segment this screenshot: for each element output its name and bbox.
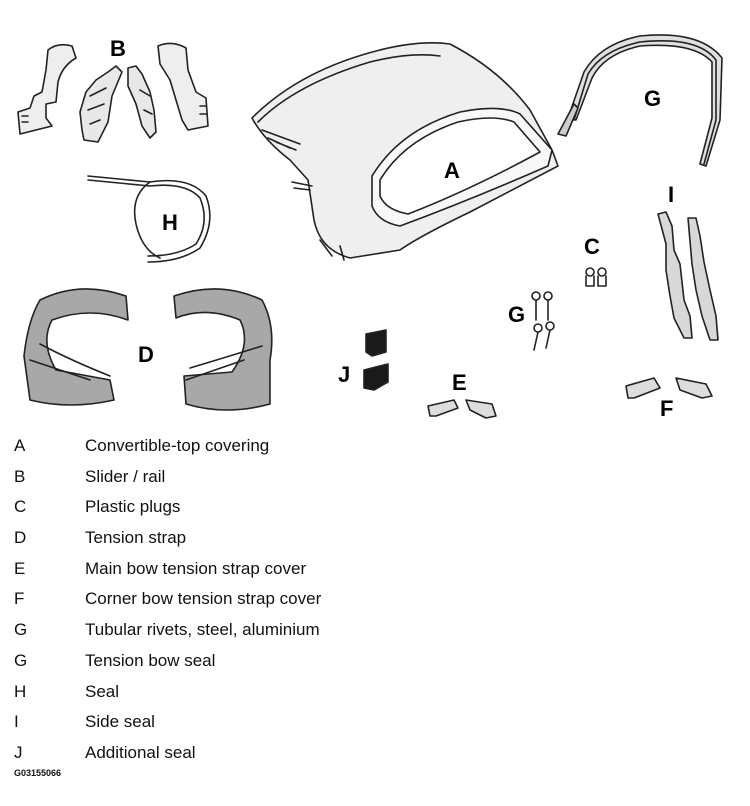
legend-letter: B [14,466,26,486]
legend-letter: G [14,650,28,670]
callout-c: C [584,234,600,259]
callout-h: H [162,210,178,235]
legend-row: C Plastic plugs [14,495,714,526]
legend-row: B Slider / rail [14,465,714,496]
corner-bow-strap-covers [625,377,713,399]
plastic-plugs [585,267,607,287]
legend-row: G Tubular rivets, steel, aluminium [14,618,714,649]
legend-description: Corner bow tension strap cover [85,589,322,609]
legend-row: F Corner bow tension strap cover [14,587,714,618]
legend-letter: D [14,528,27,548]
additional-seals [363,329,389,391]
callout-b: B [110,36,126,61]
legend-letter: H [14,681,27,701]
exploded-parts-diagram: B A G H I [17,34,723,421]
legend-row: I Side seal [14,710,714,741]
legend-letter: F [14,589,25,609]
callout-a: A [444,158,460,183]
legend-description: Side seal [85,712,155,732]
tension-straps [23,288,273,411]
legend-description: Plastic plugs [85,497,181,517]
legend-description: Tension bow seal [85,650,216,670]
legend-row: J Additional seal [14,741,714,772]
legend-description: Seal [85,681,120,701]
callout-g-upper: G [644,86,661,111]
legend-row: D Tension strap [14,526,714,557]
legend-letter: J [14,742,23,762]
seal-h [87,175,211,263]
legend-row: H Seal [14,680,714,711]
tubular-rivets [531,291,555,351]
callout-j: J [338,362,350,387]
main-bow-strap-covers [427,399,497,419]
legend-letter: I [14,712,19,732]
legend-row: A Convertible-top covering [14,434,714,465]
legend-description: Slider / rail [85,466,166,486]
callout-i: I [668,182,674,207]
callout-e: E [452,370,467,395]
callout-f: F [660,396,673,421]
legend-description: Main bow tension strap cover [85,558,307,578]
callout-d: D [138,342,154,367]
legend-description: Convertible-top covering [85,436,270,455]
convertible-top-covering [251,42,559,261]
legend-letter: A [14,436,26,455]
legend-description: Additional seal [85,742,196,762]
legend-letter: E [14,558,26,578]
figure-code: G03155066 [14,768,62,778]
legend-row: E Main bow tension strap cover [14,557,714,588]
legend-row: G Tension bow seal [14,649,714,680]
legend-description: Tension strap [85,528,187,548]
legend-description: Tubular rivets, steel, aluminium [85,620,320,640]
callout-g-lower: G [508,302,525,327]
side-seal-parts [657,211,719,341]
slider-rail-parts [17,42,209,143]
legend-letter: G [14,620,28,640]
legend-letter: C [14,497,27,517]
tension-bow-seal [557,34,723,167]
